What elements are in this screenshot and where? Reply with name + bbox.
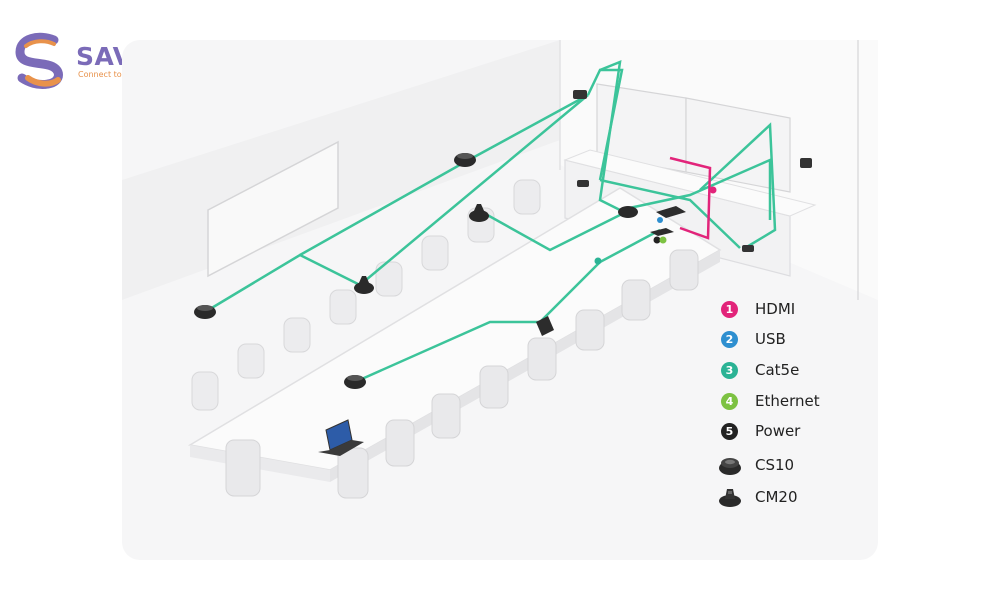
hdmi-badge-icon: 1 [721,300,738,318]
laptop [318,419,364,456]
legend-item-ethernet: 4 Ethernet [718,388,820,414]
legend-label: CS10 [755,456,795,474]
hub-device [656,206,686,218]
cm20-mic-upper [469,204,489,222]
cm20-mic-mid [354,276,374,294]
power-badge-icon: 5 [721,422,738,440]
cs10-speaker-icon [718,454,742,476]
legend-label: CM20 [755,488,798,506]
cs10-speaker-back [618,206,638,218]
cs10-speaker-top [454,153,476,167]
savitel-s-logo-icon [15,32,63,89]
legend-item-power: 5 Power [718,418,800,444]
hdmi-cable [669,156,712,240]
cm20-microphone-icon [718,486,742,508]
touch-panel [536,316,554,336]
cat5e-badge-icon: 3 [721,361,738,379]
table-connection-box [650,228,674,236]
camera-center [573,90,587,99]
camera-right [800,158,812,168]
chairs-front-row [225,249,699,499]
legend-item-usb: 2 USB [718,326,786,352]
legend-item-cs10: CS10 [718,452,794,478]
legend-item-hdmi: 1 HDMI [718,296,795,322]
cs10-speaker-left [194,305,216,319]
savitel-logo [14,32,194,92]
left-whiteboard [207,140,339,278]
ethernet-badge-icon: 4 [721,392,738,410]
usb-badge-icon: 2 [721,330,738,348]
chairs-back-row [191,179,541,411]
legend-label: Cat5e [755,361,800,379]
cs10-speaker-front [344,375,366,389]
legend-label: USB [755,330,786,348]
legend-label: Power [755,422,801,440]
legend-item-cat5e: 3 Cat5e [718,357,799,383]
legend-item-cm20: CM20 [718,484,798,510]
legend-label: HDMI [755,300,796,318]
wall-box-right [742,245,754,252]
legend-label: Ethernet [755,392,820,410]
brand-tagline: Connect to success [78,70,156,79]
wall-box-left [577,180,589,187]
display-right [685,97,791,193]
